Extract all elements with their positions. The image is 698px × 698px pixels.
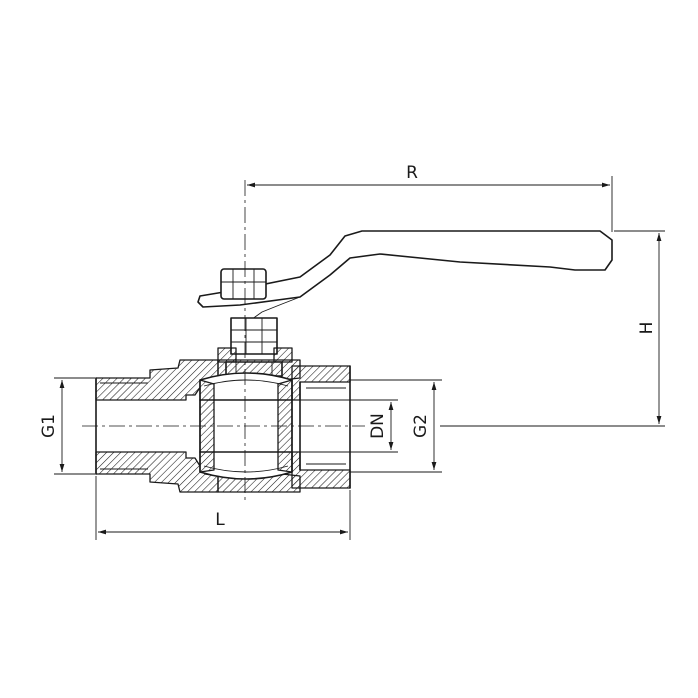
- lever-handle: [197, 230, 613, 323]
- dimension-l: L: [95, 476, 351, 540]
- dimension-g1: G1: [39, 377, 95, 475]
- dimension-r: R: [247, 163, 613, 232]
- right-body: [291, 365, 351, 489]
- dimension-g2: G2: [350, 379, 442, 473]
- label-l: L: [215, 510, 225, 530]
- label-dn: DN: [368, 413, 388, 439]
- stem-nut: [220, 268, 267, 300]
- label-h: H: [637, 322, 657, 335]
- label-g2: G2: [411, 414, 431, 438]
- label-r: R: [406, 163, 418, 183]
- label-g1: G1: [39, 414, 59, 438]
- dimension-dn: DN: [300, 399, 398, 453]
- dimension-h: H: [440, 230, 665, 427]
